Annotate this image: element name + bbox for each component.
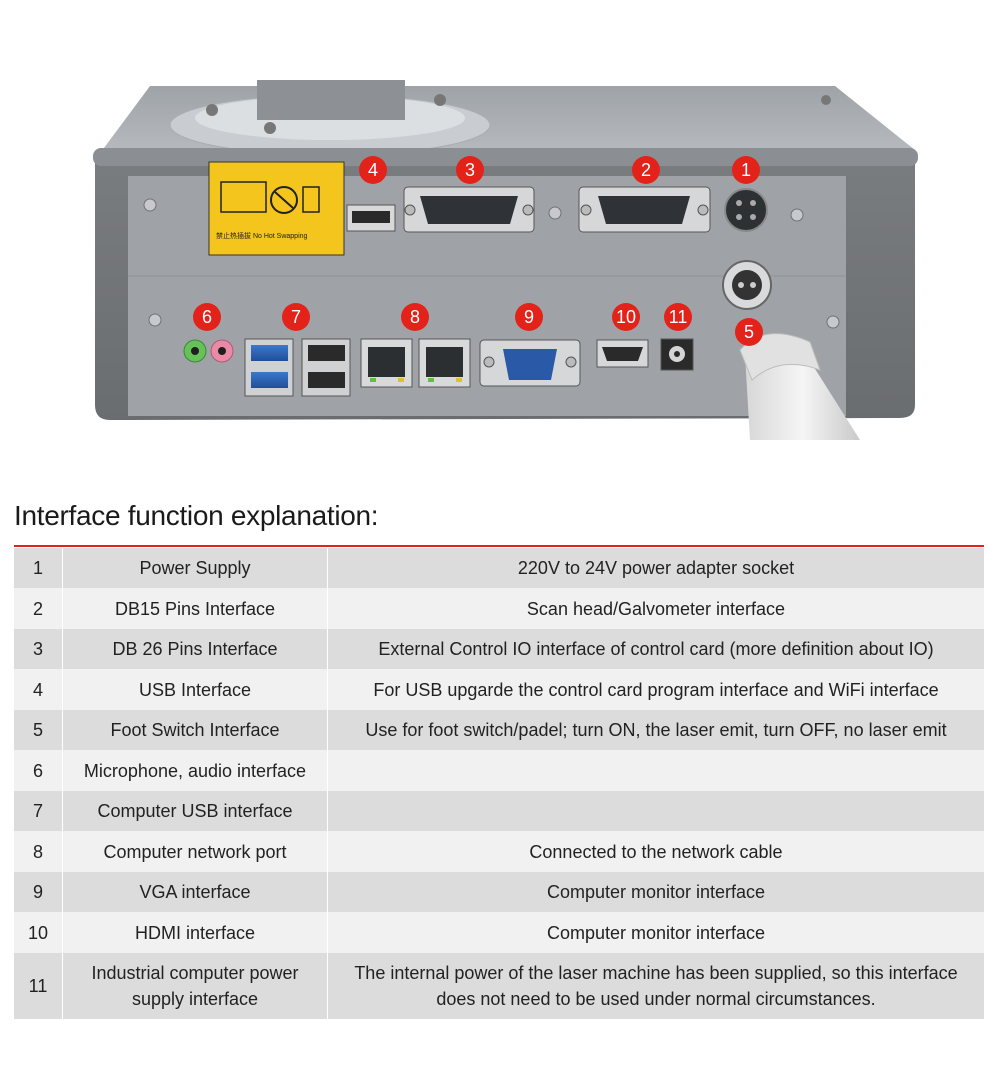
marker-7: 7 [282, 303, 310, 331]
interface-description: Computer monitor interface [546, 882, 766, 902]
row-number: 2 [14, 588, 63, 629]
row-number: 11 [14, 953, 63, 1019]
interface-description: Connected to the network cable [529, 841, 783, 862]
interface-description: Computer monitor interface [546, 922, 766, 943]
table-row: 1 Power Supply 220V to 24V power adapter… [14, 548, 984, 588]
marker-10: 10 [612, 303, 640, 331]
interface-name: USB Interface [63, 669, 328, 710]
interface-description [328, 791, 984, 831]
interface-name: HDMI interface [63, 912, 328, 953]
interface-table: 1 Power Supply 220V to 24V power adapter… [14, 548, 984, 1019]
row-number: 1 [14, 548, 63, 588]
interface-name: Microphone, audio interface [63, 750, 328, 791]
interface-description: Scan head/Galvometer interface [526, 598, 786, 619]
marker-2: 2 [632, 156, 660, 184]
table-row: 8 Computer network port Connected to the… [14, 831, 984, 872]
row-number: 6 [14, 750, 63, 791]
section-title: Interface function explanation: [14, 500, 379, 531]
device-illustration [93, 80, 918, 440]
interface-description: Use for foot switch/padel; turn ON, the … [365, 720, 947, 740]
interface-description: The internal power of the laser machine … [354, 963, 958, 1009]
row-number: 3 [14, 629, 63, 669]
interface-description: 220V to 24V power adapter socket [517, 558, 795, 578]
table-row: 10 HDMI interface Computer monitor inter… [14, 912, 984, 953]
interface-name: DB15 Pins Interface [63, 588, 328, 629]
interface-description: External Control IO interface of control… [378, 639, 934, 659]
marker-3: 3 [456, 156, 484, 184]
row-number: 4 [14, 669, 63, 710]
marker-9: 9 [515, 303, 543, 331]
title-divider [14, 545, 984, 547]
marker-1: 1 [732, 156, 760, 184]
interface-description: For USB upgarde the control card program… [373, 679, 939, 700]
table-row: 9 VGA interface Computer monitor interfa… [14, 872, 984, 912]
row-number: 7 [14, 791, 63, 831]
row-number: 10 [14, 912, 63, 953]
marker-5: 5 [735, 318, 763, 346]
interface-description [328, 750, 984, 791]
marker-6: 6 [193, 303, 221, 331]
warning-label-text: 禁止热插拔 No Hot Swapping [216, 233, 308, 240]
marker-8: 8 [401, 303, 429, 331]
interface-name: VGA interface [63, 872, 328, 912]
table-row: 7 Computer USB interface [14, 791, 984, 831]
row-number: 9 [14, 872, 63, 912]
marker-11: 11 [664, 303, 692, 331]
interface-name: Computer USB interface [63, 791, 328, 831]
table-row: 4 USB Interface For USB upgarde the cont… [14, 669, 984, 710]
interface-name: Industrial computer power supply interfa… [63, 953, 328, 1019]
interface-name: DB 26 Pins Interface [63, 629, 328, 669]
row-number: 5 [14, 710, 63, 750]
interface-name: Foot Switch Interface [63, 710, 328, 750]
table-row: 2 DB15 Pins Interface Scan head/Galvomet… [14, 588, 984, 629]
table-row: 5 Foot Switch Interface Use for foot swi… [14, 710, 984, 750]
row-number: 8 [14, 831, 63, 872]
table-row: 3 DB 26 Pins Interface External Control … [14, 629, 984, 669]
interface-name: Power Supply [63, 548, 328, 588]
device-photo: 禁止热插拔 No Hot Swapping 1 2 3 4 5 6 7 8 9 … [0, 0, 1000, 470]
table-row: 11 Industrial computer power supply inte… [14, 953, 984, 1019]
marker-4: 4 [359, 156, 387, 184]
table-row: 6 Microphone, audio interface [14, 750, 984, 791]
interface-name: Computer network port [63, 831, 328, 872]
